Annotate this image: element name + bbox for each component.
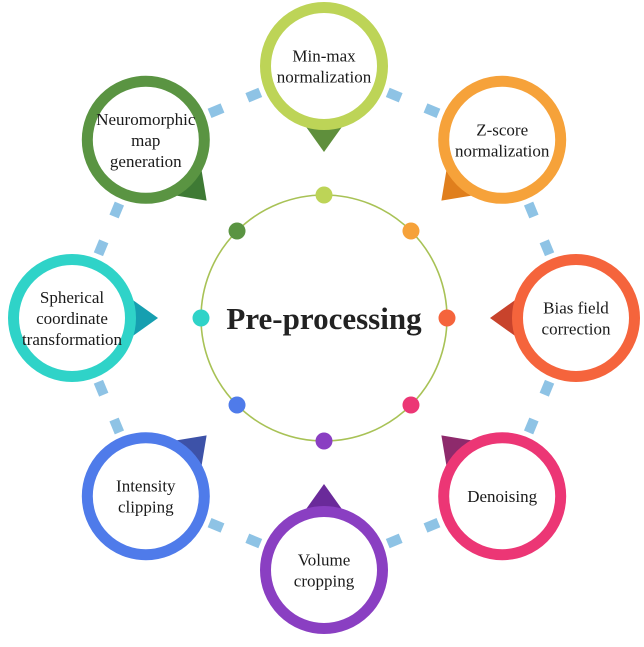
step-node-denoising: Denoising (438, 432, 567, 561)
step-node-volume-cropping: Volume cropping (260, 506, 388, 634)
step-node-z-score-normalization: Z-score normalization (438, 75, 567, 204)
step-circle (512, 254, 640, 382)
step-label: Denoising (467, 487, 537, 506)
step-label: clipping (118, 498, 174, 517)
step-node-neuromorphic-map-generation: Neuromorphic map generation (81, 75, 210, 204)
step-circle (81, 432, 210, 561)
step-label: coordinate (36, 309, 108, 328)
connector-dash (539, 379, 555, 397)
step-circle (438, 75, 567, 204)
ring-dot (192, 309, 210, 327)
step-label: Neuromorphic (96, 110, 196, 129)
step-pointer (304, 124, 344, 152)
ring-dot (228, 396, 246, 414)
step-label: map (131, 131, 160, 150)
connector-dash (523, 201, 539, 219)
step-label: Spherical (40, 288, 104, 307)
connector-dash (93, 239, 109, 257)
ring-dot (228, 222, 246, 240)
connector-dash (539, 239, 555, 257)
connector-dash (523, 417, 539, 435)
connector-dash (207, 517, 225, 533)
step-circle (438, 432, 567, 561)
step-circle (81, 75, 210, 204)
connector-dash (423, 103, 441, 119)
step-circle (8, 254, 136, 382)
step-circle (260, 2, 388, 130)
step-label: Min-max (292, 47, 356, 66)
step-label: Z-score (476, 120, 528, 139)
step-label: Intensity (116, 477, 176, 496)
connector-dash (109, 417, 125, 435)
step-nodes: Min-maxnormalizationZ-scorenormalization… (8, 2, 640, 634)
ring-dot (315, 432, 333, 450)
step-label: Bias field (543, 299, 609, 318)
step-pointer (490, 298, 518, 338)
step-pointer (304, 484, 344, 512)
step-label: generation (110, 152, 182, 171)
step-node-min-max-normalization: Min-max normalization (260, 2, 388, 130)
connector-dash (423, 517, 441, 533)
step-label: cropping (294, 572, 355, 591)
ring-dot (402, 396, 420, 414)
step-label: correction (542, 320, 611, 339)
connector-dash (207, 103, 225, 119)
step-node-spherical-coordinate-transformation: Spherical coordinate transformation (8, 254, 136, 382)
connector-dash (385, 533, 403, 549)
step-node-bias-field-correction: Bias field correction (512, 254, 640, 382)
connector-dash (385, 87, 403, 103)
step-label: transformation (22, 330, 123, 349)
center-dots (192, 186, 456, 450)
step-label: normalization (277, 68, 372, 87)
step-node-intensity-clipping: Intensity clipping (81, 432, 210, 561)
ring-dot (438, 309, 456, 327)
ring-dot (402, 222, 420, 240)
connector-dash (109, 201, 125, 219)
step-label: normalization (455, 141, 550, 160)
center-label: Pre-processing (226, 301, 422, 336)
step-label: Volume (298, 551, 351, 570)
ring-dot (315, 186, 333, 204)
step-pointer (130, 298, 158, 338)
connector-dash (93, 379, 109, 397)
connector-dash (245, 87, 263, 103)
step-circle (260, 506, 388, 634)
connector-dash (245, 533, 263, 549)
connector-layer (93, 87, 555, 549)
